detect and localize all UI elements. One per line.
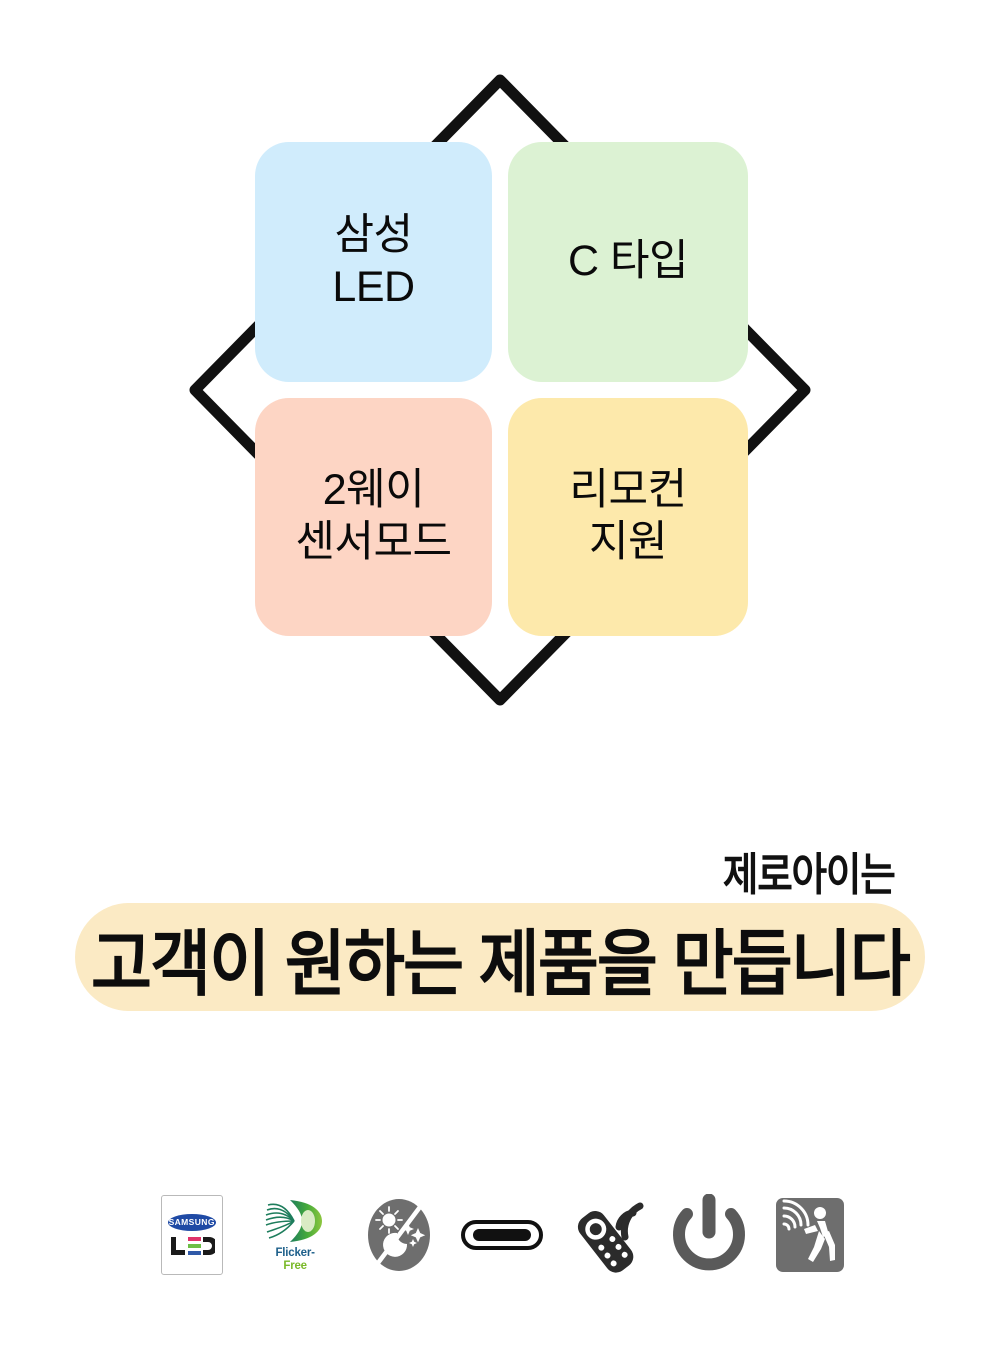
tagline-block: 제로아이는 고객이 원하는 제품을 만듭니다 [0,820,1000,1030]
flicker-free-line2: Free [283,1260,307,1272]
feature-diagram: 삼성 LED C 타입 2웨이 센서모드 리모컨 지원 [189,74,811,706]
icon-samsung-led: SAMSUNG [140,1195,243,1275]
icon-remote-control [554,1193,657,1277]
feature-card-grid: 삼성 LED C 타입 2웨이 센서모드 리모컨 지원 [255,142,748,636]
icon-motion-sensor [761,1195,860,1275]
power-icon [672,1194,745,1271]
remote-control-icon [578,1202,644,1273]
icon-power [657,1194,760,1276]
certification-icon-strip: SAMSUNG [140,1170,860,1300]
tagline-highlight-text: 고객이 원하는 제품을 만듭니다 [91,924,911,1005]
usb-c-icon [460,1220,543,1250]
feature-card-two-way-sensor-mode[interactable]: 2웨이 센서모드 [255,398,492,636]
icon-day-night [347,1197,450,1273]
brand-lead-line: 제로아이는 [723,849,896,900]
day-night-icon [367,1199,430,1271]
icon-flicker-free: Flicker- Free [243,1197,346,1273]
feature-card-samsung-led[interactable]: 삼성 LED [255,142,492,382]
feature-card-label: 2웨이 센서모드 [295,466,452,566]
feature-card-label: 삼성 LED [332,211,415,311]
feature-card-remote-support[interactable]: 리모컨 지원 [508,398,748,636]
flicker-free-label: Flicker- Free [275,1246,315,1273]
feature-card-c-type[interactable]: C 타입 [508,142,748,382]
motion-sensor-icon [776,1198,845,1272]
icon-usb-c [450,1218,553,1252]
feature-card-label: 리모컨 지원 [569,466,687,566]
tagline-highlight-pill: 고객이 원하는 제품을 만듭니다 [75,903,925,1011]
flicker-free-line1: Flicker- [275,1246,315,1259]
flicker-free-icon [265,1199,323,1242]
samsung-led-icon: SAMSUNG [160,1195,223,1275]
feature-card-label: C 타입 [567,237,689,286]
samsung-wordmark: SAMSUNG [167,1213,216,1231]
led-wordmark-icon [169,1235,218,1257]
